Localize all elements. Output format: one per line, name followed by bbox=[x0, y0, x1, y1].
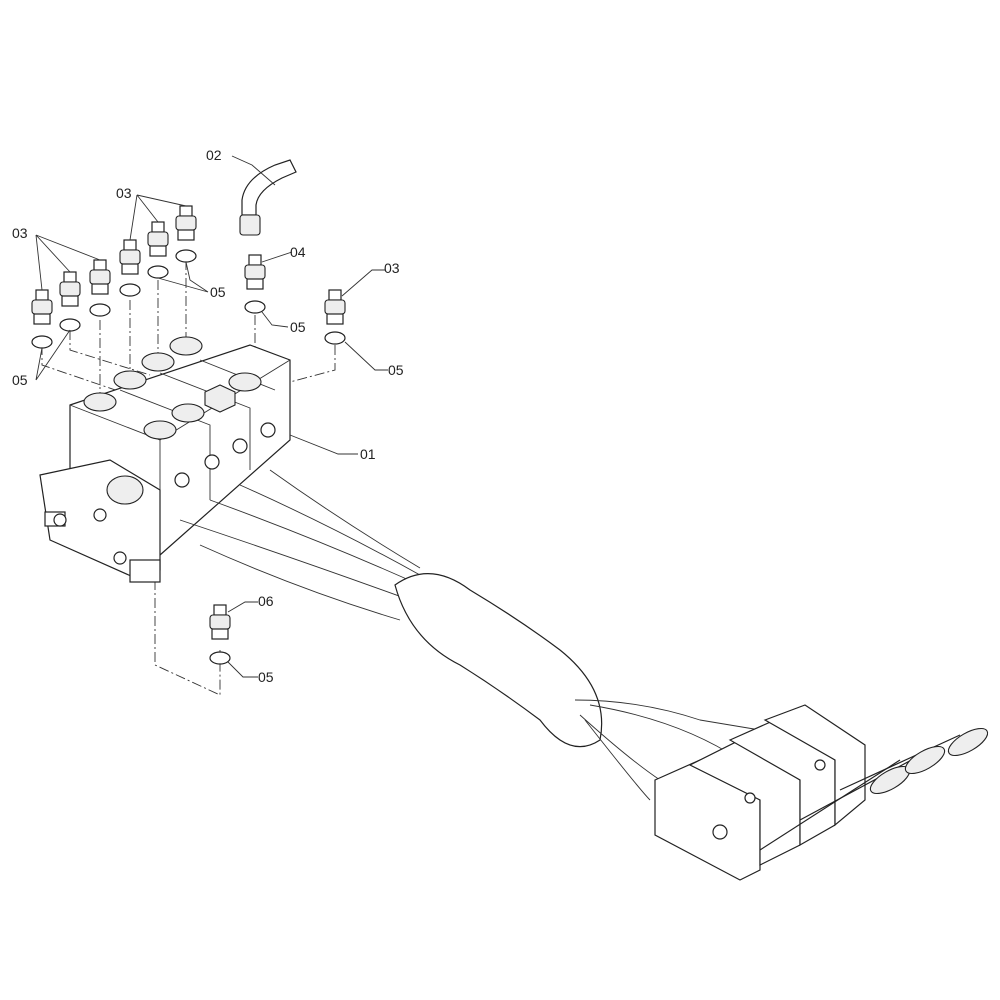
callout-06: 06 bbox=[258, 593, 274, 609]
callout-05: 05 bbox=[12, 372, 28, 388]
control-valve-block bbox=[39, 336, 291, 583]
cable-bundle bbox=[179, 469, 761, 801]
o-rings bbox=[31, 249, 346, 665]
callout-03: 03 bbox=[116, 185, 132, 201]
callout-03: 03 bbox=[384, 260, 400, 276]
leader-lines bbox=[35, 155, 388, 678]
callout-03: 03 bbox=[12, 225, 28, 241]
callout-05: 05 bbox=[388, 362, 404, 378]
callout-05: 05 bbox=[258, 669, 274, 685]
callout-labels: 02 03 03 04 03 05 05 05 05 01 06 05 bbox=[12, 147, 404, 685]
control-levers bbox=[654, 704, 989, 881]
elbow-fitting bbox=[239, 159, 297, 236]
adapter-fittings bbox=[31, 205, 346, 640]
callout-01: 01 bbox=[360, 446, 376, 462]
callout-02: 02 bbox=[206, 147, 222, 163]
callout-05: 05 bbox=[210, 284, 226, 300]
callout-05: 05 bbox=[290, 319, 306, 335]
callout-04: 04 bbox=[290, 244, 306, 260]
